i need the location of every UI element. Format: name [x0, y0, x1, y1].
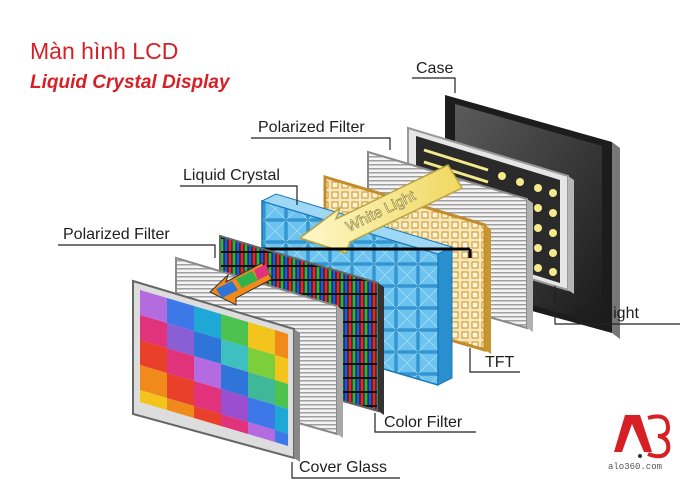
page-title: Màn hình LCD [30, 38, 179, 64]
label-polarized-filter-back: Polarized Filter [258, 119, 365, 136]
cover-glass-layer [132, 279, 300, 462]
label-backlight: Backlight [574, 305, 639, 322]
leader-backlight [554, 286, 680, 325]
label-polarized-filter-front: Polarized Filter [63, 226, 170, 243]
leader-polarized-front [58, 244, 216, 258]
label-tft: TFT [485, 354, 515, 371]
label-liquid-crystal: Liquid Crystal [183, 167, 280, 184]
leader-liquid-crystal [180, 185, 298, 205]
cover-glass-color-grid [140, 290, 288, 446]
label-cover-glass: Cover Glass [299, 459, 388, 476]
leader-color-filter [374, 413, 476, 433]
leader-lines [58, 77, 680, 479]
brand-logo-icon [614, 414, 671, 459]
label-color-filter: Color Filter [384, 414, 463, 431]
leader-case [412, 77, 456, 93]
leader-cover-glass [291, 462, 400, 479]
page-subtitle: Liquid Crystal Display [30, 72, 230, 93]
color-light-arrow [209, 262, 273, 306]
leader-polarized-back [251, 137, 391, 150]
brand-logo-text: alo360.com [608, 462, 663, 472]
leader-tft [469, 348, 520, 373]
label-case: Case [416, 60, 454, 77]
